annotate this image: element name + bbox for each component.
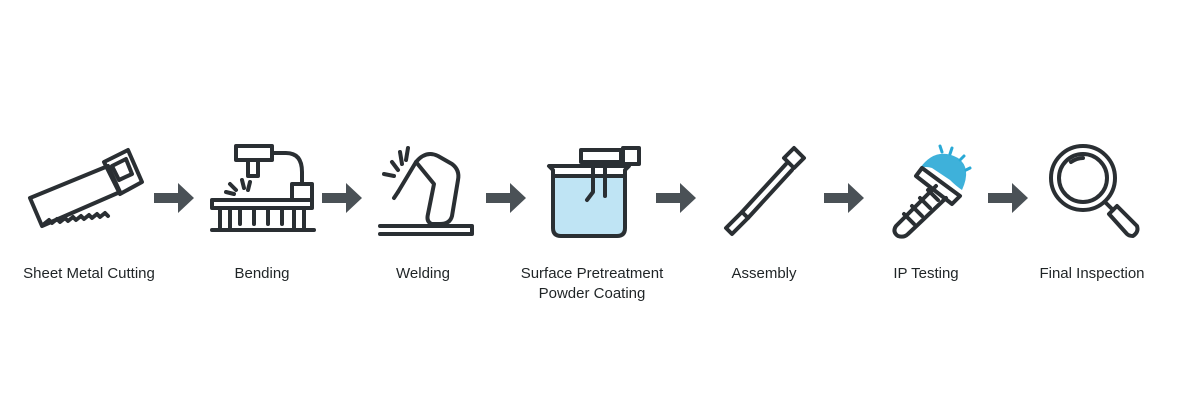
step-label-assembly: Assembly xyxy=(731,265,797,282)
arrow-right-icon xyxy=(988,183,1028,213)
step-label-ip-testing: IP Testing xyxy=(893,265,959,282)
water-spray-screw-icon xyxy=(892,144,972,239)
coating-tank-icon xyxy=(547,146,641,238)
step-label-welding: Welding xyxy=(396,265,450,282)
step-label-final-inspection: Final Inspection xyxy=(1039,265,1145,282)
magnifier-icon xyxy=(1049,144,1140,238)
arrow-right-icon xyxy=(154,183,194,213)
step-label-sheet-metal-cutting: Sheet Metal Cutting xyxy=(23,265,155,282)
screwdriver-icon xyxy=(724,146,806,236)
welding-torch-icon xyxy=(378,146,474,236)
arrow-right-icon xyxy=(486,183,526,213)
arrow-right-icon xyxy=(656,183,696,213)
arrow-right-icon xyxy=(322,183,362,213)
step-label-powder-coating: Powder Coating xyxy=(538,285,646,302)
press-brake-icon xyxy=(210,144,316,232)
saw-icon xyxy=(28,148,144,228)
step-label-surface-pretreatment: Surface Pretreatment Powder Coating xyxy=(497,264,687,304)
step-label-bending: Bending xyxy=(234,265,290,282)
arrow-right-icon xyxy=(824,183,864,213)
